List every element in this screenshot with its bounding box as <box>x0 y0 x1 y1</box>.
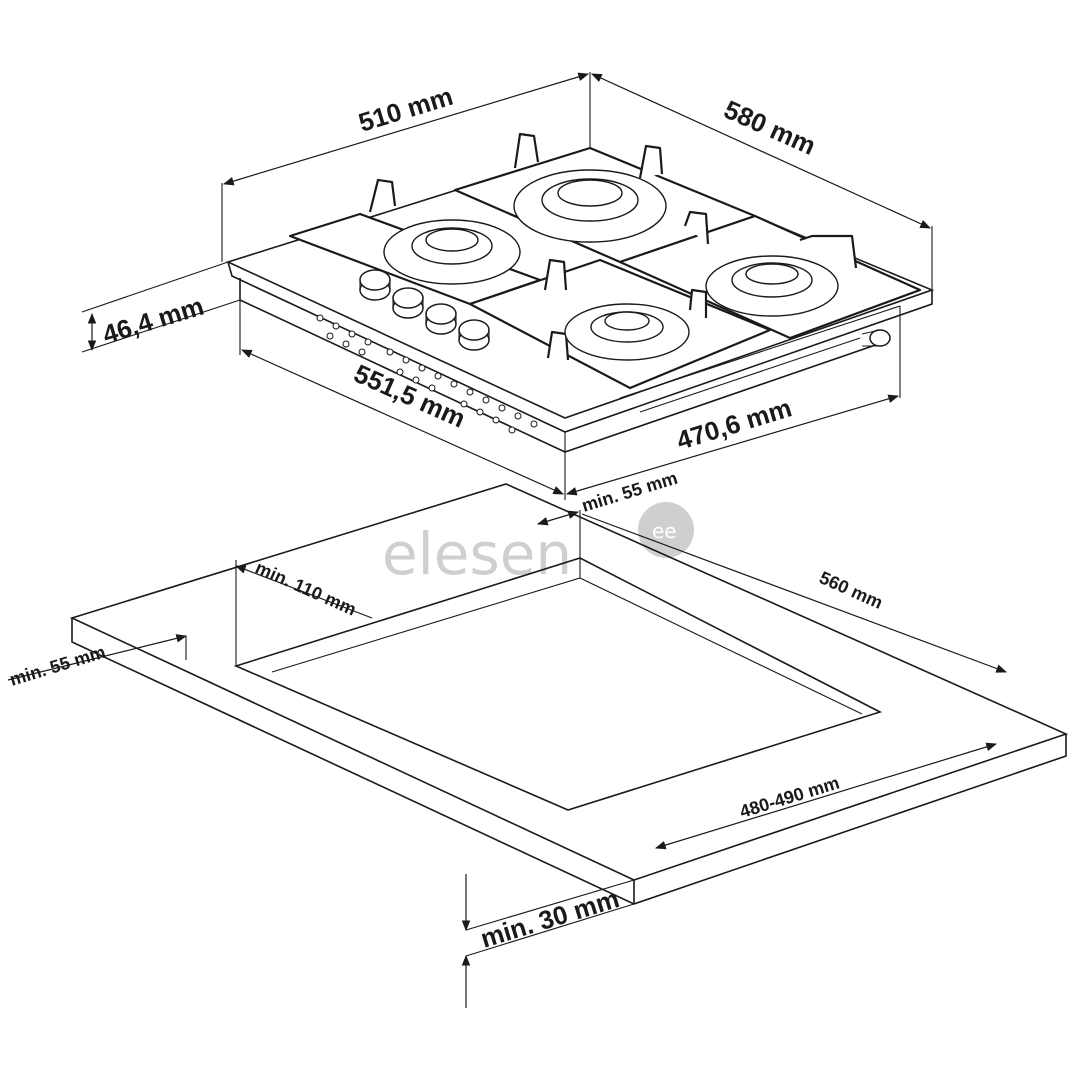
dim-worktop-thickness-label: min. 30 mm <box>477 883 623 954</box>
gas-hob <box>225 132 935 453</box>
dim-width-base-label: 551,5 mm <box>350 358 470 434</box>
brand-watermark: elesen ee <box>382 502 694 588</box>
watermark-badge-icon <box>638 502 694 558</box>
dim-height-label: 46,4 mm <box>99 291 207 350</box>
control-knob <box>392 287 424 319</box>
control-knob <box>425 303 457 335</box>
gas-connector <box>861 329 891 347</box>
dim-clearance-front-label: min. 55 mm <box>7 642 108 690</box>
dim-depth-top-label: 580 mm <box>720 94 821 161</box>
watermark-logo: elesen <box>382 520 572 588</box>
cutout-dimension-lines <box>7 510 1008 1008</box>
hob-dimension-lines <box>81 72 933 500</box>
control-knob <box>458 319 490 351</box>
worktop-front-edge <box>71 618 1067 905</box>
dim-clearance-left-label: min. 110 mm <box>252 557 359 619</box>
control-knobs <box>359 269 490 351</box>
dim-depth-base-label: 470,6 mm <box>673 392 795 455</box>
dim-cutout-depth-label: 560 mm <box>816 567 885 613</box>
worktop-cutout <box>233 557 883 811</box>
watermark-badge: ee <box>652 519 677 543</box>
burner-rear-left <box>383 219 521 285</box>
burner-front-right <box>705 255 839 317</box>
burner-front-left <box>564 303 690 361</box>
control-knob <box>359 269 391 301</box>
burner-rear-right <box>513 169 667 243</box>
